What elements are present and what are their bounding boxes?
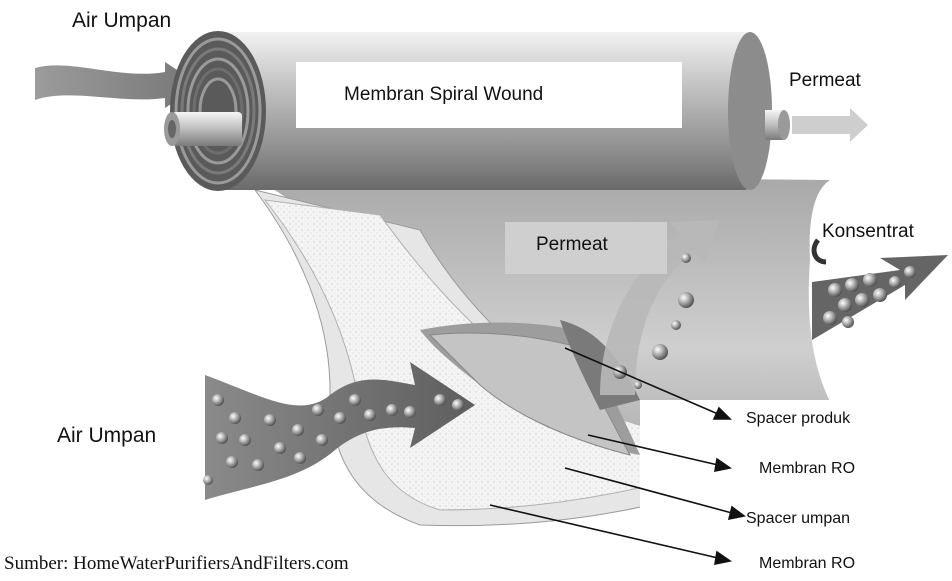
membrane-ro-label-2: Membran RO — [759, 555, 855, 573]
permeate-center-label: Permeat — [536, 234, 608, 256]
permeate-pipe-left — [172, 112, 242, 146]
concentrate-label: Konsentrat — [822, 221, 914, 243]
spacer-product-label: Spacer produk — [746, 410, 850, 428]
permeate-out-arrow — [792, 108, 868, 142]
feed-top-label: Air Umpan — [72, 9, 171, 33]
membrane-title-label: Membran Spiral Wound — [344, 84, 543, 106]
cylinder-left-end — [170, 31, 266, 191]
permeate-right-label: Permeat — [789, 70, 861, 92]
source-credit: Sumber: HomeWaterPurifiersAndFilters.com — [4, 553, 349, 575]
feed-left-label: Air Umpan — [57, 424, 156, 448]
membrane-ro-label-1: Membran RO — [759, 460, 855, 478]
spacer-feed-label: Spacer umpan — [746, 510, 850, 528]
